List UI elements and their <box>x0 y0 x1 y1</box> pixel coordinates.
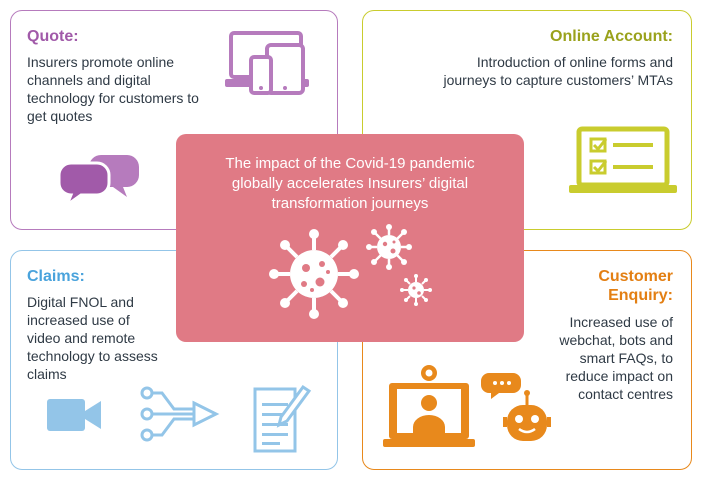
chatbot-icon <box>481 373 551 441</box>
video-camera-icon <box>47 399 101 431</box>
customer-enquiry-title: Customer Enquiry: <box>598 268 673 304</box>
virus-icon-small <box>400 274 432 306</box>
claims-body: Digital FNOL and increased use of video … <box>27 294 158 382</box>
quote-title: Quote: <box>27 28 79 45</box>
claims-title: Claims: <box>27 268 85 285</box>
devices-icon <box>225 31 309 95</box>
quote-panel: Quote: Insurers promote online channels … <box>10 10 338 230</box>
center-impact-box: The impact of the Covid-19 pandemic glob… <box>176 134 524 342</box>
customer-enquiry-body: Increased use of webchat, bots and smart… <box>559 314 673 402</box>
online-account-body: Introduction of online forms and journey… <box>443 54 673 88</box>
document-pen-icon <box>253 384 312 453</box>
quote-body: Insurers promote online channels and dig… <box>27 54 199 124</box>
video-call-agent-icon <box>383 365 475 447</box>
online-account-title: Online Account: <box>550 28 673 45</box>
chat-bubbles-icon <box>57 155 139 210</box>
virus-icon-large <box>269 229 359 319</box>
center-impact-text: The impact of the Covid-19 pandemic glob… <box>225 155 475 212</box>
laptop-checklist-icon <box>569 126 677 193</box>
virus-icon-medium <box>366 224 412 270</box>
merge-arrow-icon <box>140 386 220 442</box>
